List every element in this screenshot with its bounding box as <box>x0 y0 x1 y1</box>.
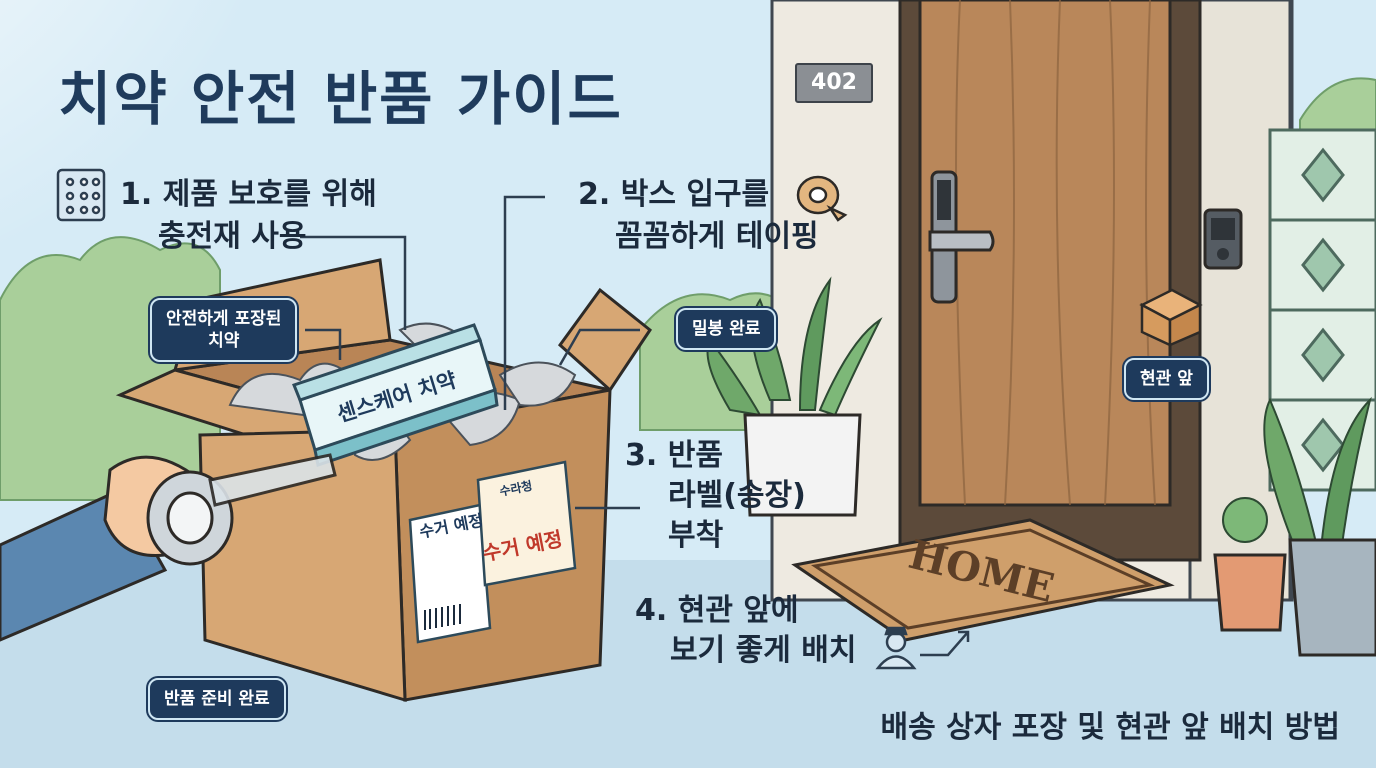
step4-line2: 보기 좋게 배치 <box>670 633 857 668</box>
right-plants <box>1213 396 1376 657</box>
step4-line1: 4. 현관 앞에 <box>635 593 799 628</box>
chip-front-door: 현관 앞 <box>1124 358 1209 400</box>
leader-lines <box>300 195 640 510</box>
door-mat <box>791 518 1175 642</box>
step2-line2: 꼼꼼하게 테이핑 <box>615 219 819 254</box>
step1-line1: 1. 제품 보호를 위해 <box>120 177 377 212</box>
step3-line3: 부착 <box>668 518 724 553</box>
footer-caption: 배송 상자 포장 및 현관 앞 배치 방법 <box>880 710 1340 745</box>
shipping-labels <box>408 460 577 644</box>
chip-ready: 반품 준비 완료 <box>148 678 286 720</box>
step3-line2: 라벨(송장) <box>668 478 806 513</box>
chip-sealed: 밀봉 완료 <box>676 308 777 350</box>
page-title: 치약 안전 반품 가이드 <box>58 65 623 133</box>
hand-with-tape <box>0 453 337 642</box>
chip-packed-line1: 안전하게 포장된 <box>166 309 282 329</box>
bubble-wrap-icon <box>56 168 106 222</box>
delivery-person-icon <box>875 626 917 670</box>
step1-line2: 충전재 사용 <box>158 219 307 254</box>
middle-plant <box>706 276 883 517</box>
step3-line1: 3. 반품 <box>625 438 723 473</box>
arrow-icon <box>920 630 970 657</box>
tape-roll-icon <box>796 175 848 222</box>
toothpaste-box <box>292 323 499 467</box>
chip-packed-line2: 치약 <box>208 331 240 351</box>
door-number: 402 <box>795 63 873 103</box>
box-icon <box>1139 288 1203 347</box>
step2-line1: 2. 박스 입구를 <box>578 177 770 212</box>
chip-packed: 안전하게 포장된 치약 <box>150 298 298 362</box>
